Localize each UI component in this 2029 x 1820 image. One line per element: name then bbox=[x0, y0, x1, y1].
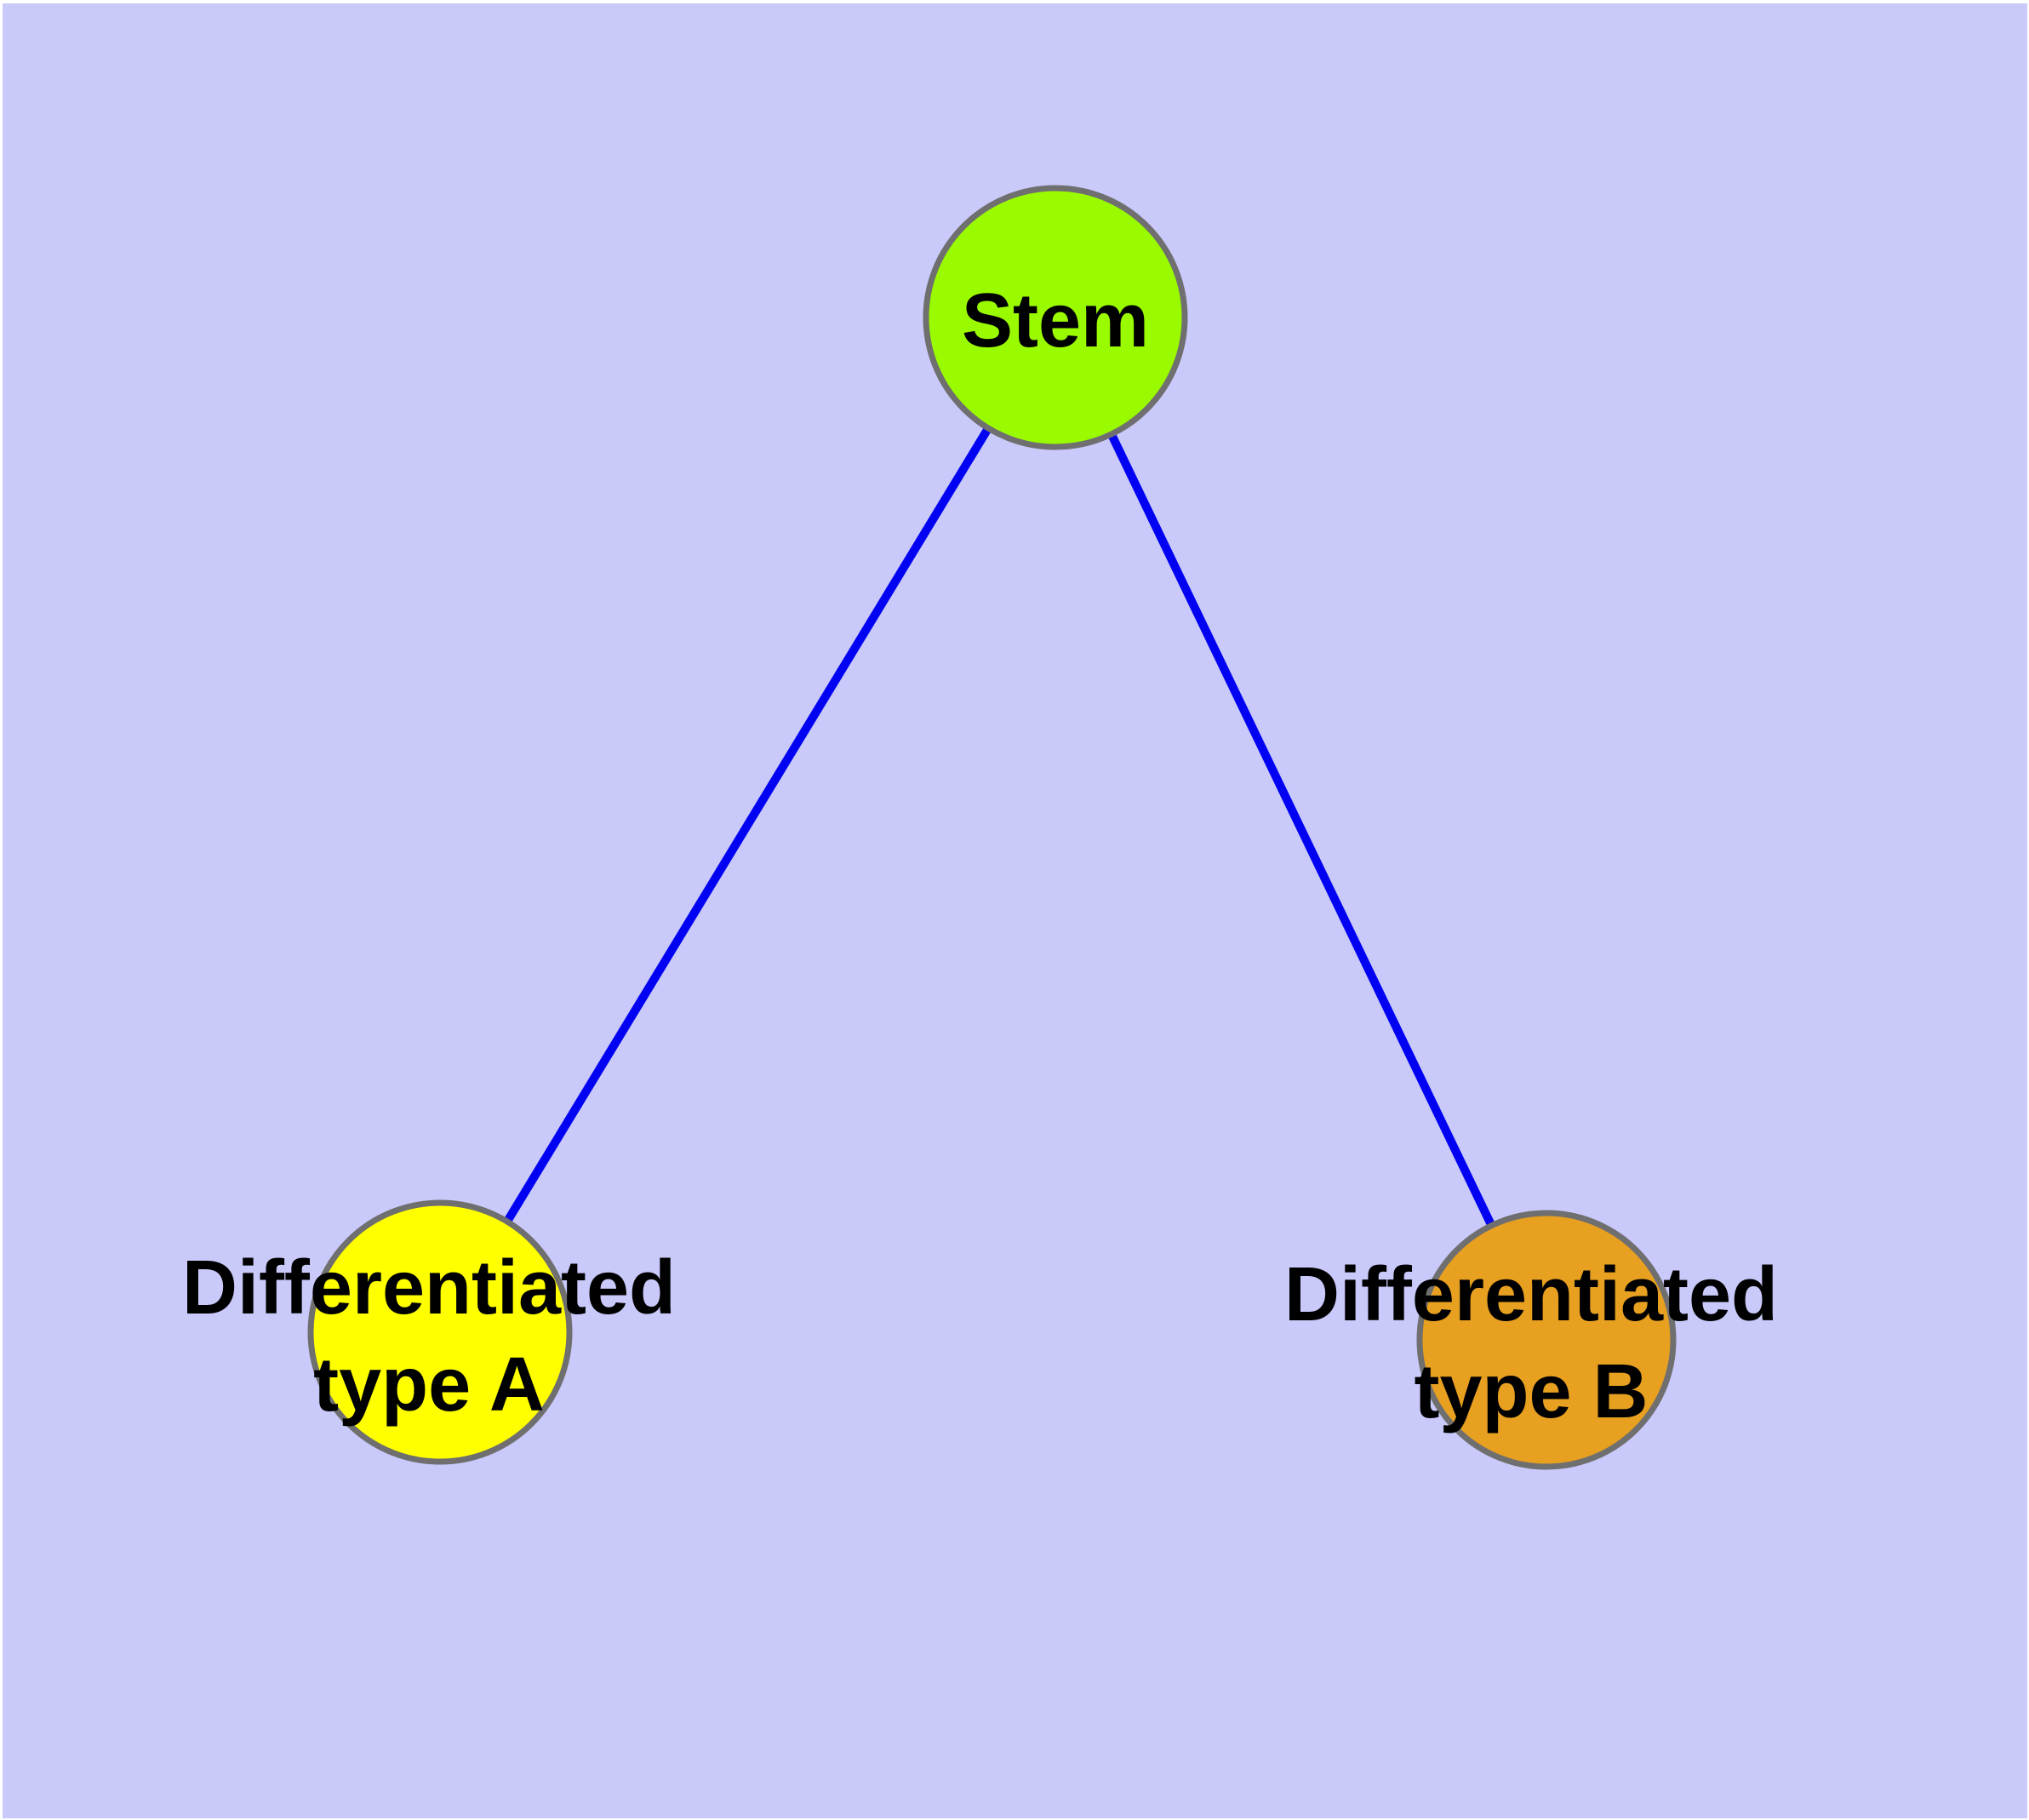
differentiated-type-a-label-line2: type A bbox=[313, 1342, 545, 1428]
differentiated-type-a-node bbox=[307, 1199, 573, 1465]
differentiated-type-a-label-line1: Differentiated bbox=[182, 1245, 676, 1331]
edge-stem-to-type-a bbox=[436, 315, 1060, 1335]
differentiated-type-b-label-line1: Differentiated bbox=[1284, 1252, 1778, 1337]
stem-node bbox=[923, 185, 1188, 450]
differentiated-type-b-label-line2: type B bbox=[1414, 1349, 1648, 1434]
differentiated-type-b-node bbox=[1416, 1210, 1677, 1470]
edge-stem-to-type-b bbox=[1051, 315, 1551, 1342]
stem-node-label: Stem bbox=[962, 278, 1149, 363]
